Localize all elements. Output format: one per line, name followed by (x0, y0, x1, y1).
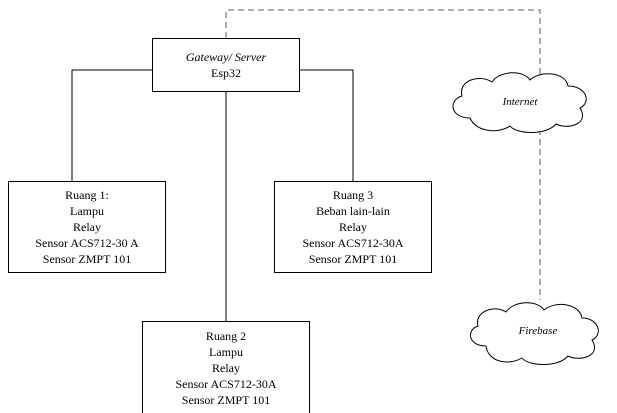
room-voltage-sensor: Sensor ZMPT 101 (308, 252, 398, 266)
room-load: Lampu (70, 204, 104, 218)
room-box-ruang-3: Ruang 3 Beban lain-lain Relay Sensor ACS… (274, 181, 432, 273)
gateway-box: Gateway/ Server Esp32 (152, 38, 300, 92)
gateway-subtitle: Esp32 (211, 66, 241, 80)
room-box-ruang-2: Ruang 2 Lampu Relay Sensor ACS712-30A Se… (142, 321, 310, 413)
room-voltage-sensor: Sensor ZMPT 101 (181, 392, 271, 407)
connector-gateway-ruang1 (71, 69, 152, 181)
room-relay: Relay (212, 360, 240, 375)
room-current-sensor: Sensor ACS712-30 A (35, 236, 139, 250)
room-voltage-sensor: Sensor ZMPT 101 (42, 252, 132, 266)
gateway-title: Gateway/ Server (185, 50, 267, 64)
connector-gateway-internet (225, 9, 541, 78)
room-load: Beban lain-lain (316, 204, 390, 218)
connector-gateway-ruang3 (300, 69, 354, 181)
internet-label: Internet (502, 96, 538, 108)
firebase-label: Firebase (518, 325, 558, 337)
room-box-ruang-1: Ruang 1: Lampu Relay Sensor ACS712-30 A … (8, 181, 166, 273)
room-current-sensor: Sensor ACS712-30A (302, 236, 404, 250)
room-title: Ruang 2 (205, 328, 247, 343)
room-title: Ruang 3 (332, 188, 374, 202)
room-title: Ruang 1: (65, 188, 109, 202)
firebase-cloud (470, 302, 599, 365)
room-relay: Relay (339, 220, 367, 234)
room-relay: Relay (73, 220, 101, 234)
internet-cloud (452, 72, 587, 133)
room-current-sensor: Sensor ACS712-30A (175, 376, 277, 391)
room-load: Lampu (209, 344, 243, 359)
